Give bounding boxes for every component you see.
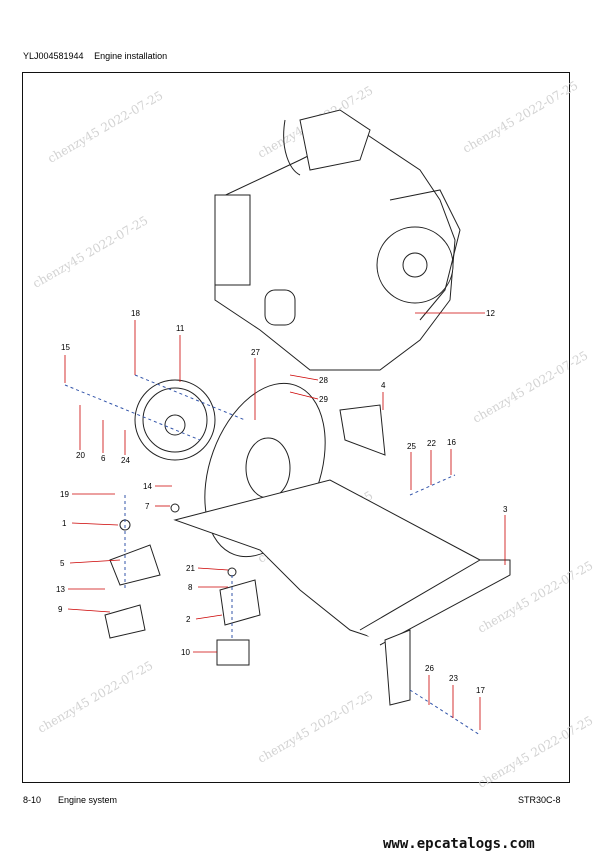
callout-12: 12	[486, 309, 495, 318]
callout-27: 27	[251, 348, 260, 357]
callout-29: 29	[319, 395, 328, 404]
callout-23: 23	[449, 674, 458, 683]
model-name: STR30C-8	[518, 795, 561, 805]
leader-lines	[64, 312, 506, 730]
callout-28: 28	[319, 376, 328, 385]
callout-7: 7	[145, 502, 150, 511]
callout-9: 9	[58, 605, 63, 614]
callout-6: 6	[101, 454, 106, 463]
callout-5: 5	[60, 559, 65, 568]
page-header: YLJ004581944 Engine installation	[23, 51, 175, 61]
assembly-lines	[64, 374, 481, 736]
document-code: YLJ004581944	[23, 51, 84, 61]
callout-1: 1	[62, 519, 67, 528]
callout-18: 18	[131, 309, 140, 318]
callout-11: 11	[176, 324, 185, 333]
site-link[interactable]: www.epcatalogs.com	[383, 836, 535, 852]
callout-16: 16	[447, 438, 456, 447]
callout-22: 22	[427, 439, 436, 448]
page-title: Engine installation	[94, 51, 168, 61]
callout-labels: 15 18 11 27 12 28 29 4 20 6 24 25 22 16 …	[56, 309, 508, 695]
callout-21: 21	[186, 564, 195, 573]
callout-15: 15	[61, 343, 70, 352]
diagram-frame	[22, 72, 570, 783]
flywheel	[134, 379, 216, 461]
section-name: Engine system	[58, 795, 118, 805]
callout-26: 26	[425, 664, 434, 673]
callout-20: 20	[76, 451, 85, 460]
callout-17: 17	[476, 686, 485, 695]
callout-25: 25	[407, 442, 416, 451]
page-number: 8-10	[23, 795, 42, 805]
callout-8: 8	[188, 583, 193, 592]
callout-10: 10	[181, 648, 190, 657]
callout-4: 4	[381, 381, 386, 390]
callout-19: 19	[60, 490, 69, 499]
callout-13: 13	[56, 585, 65, 594]
engine-mounts	[104, 503, 261, 666]
callout-3: 3	[503, 505, 508, 514]
callout-24: 24	[121, 456, 130, 465]
engine-drawing	[214, 109, 461, 371]
frame-chassis	[173, 404, 511, 706]
callout-14: 14	[143, 482, 152, 491]
callout-2: 2	[186, 615, 191, 624]
